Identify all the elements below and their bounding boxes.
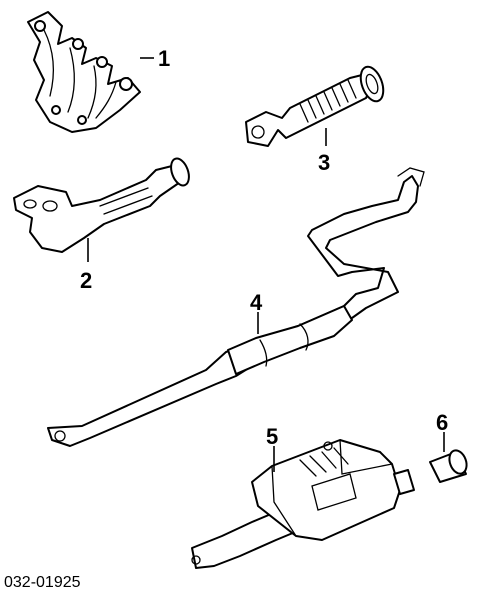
exhaust-manifold <box>27 11 141 133</box>
diagram-reference-number: 032-01925 <box>4 574 81 591</box>
front-exhaust-pipe <box>13 157 190 253</box>
callout-2: 2 <box>80 268 92 293</box>
exhaust-tip <box>429 449 468 483</box>
callout-5: 5 <box>266 424 278 449</box>
flex-front-pipe <box>245 65 385 147</box>
muffler-assembly <box>191 439 415 569</box>
callout-3: 3 <box>318 150 330 175</box>
callout-4: 4 <box>250 290 263 315</box>
callout-6: 6 <box>436 410 448 435</box>
center-pipe-resonator <box>47 167 425 447</box>
callout-1: 1 <box>158 46 170 71</box>
leader-lines <box>87 57 445 472</box>
